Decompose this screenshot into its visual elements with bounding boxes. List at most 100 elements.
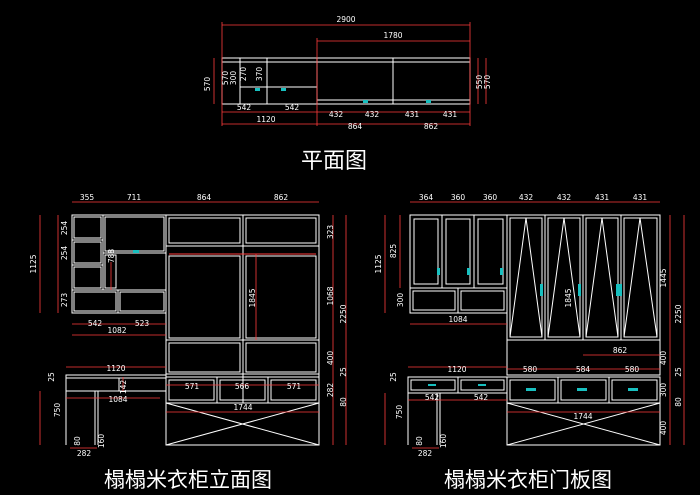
dim-label: 364 [419,193,434,202]
dim-label: 570 [203,77,212,92]
dim-label: 80 [73,436,82,446]
dim-label: 542 [474,393,489,402]
dim-label: 825 [389,244,398,259]
dim-label: 160 [97,434,106,449]
dim-label: 25 [674,367,683,377]
dim-label: 400 [326,351,335,366]
dim-label: 1125 [29,254,38,273]
plan-title: 平面图 [301,149,368,174]
dim-label: 360 [483,193,498,202]
elevation-dimension-labels: 355 711 864 862 1125 254 254 273 750 788… [29,193,348,458]
plan-dimension-labels: 2900 1780 570 570 300 270 370 550 570 54… [203,15,492,131]
door-panel-view: 364 360 360 432 432 431 431 1125 825 300… [374,193,685,458]
elevation-handles [133,250,139,253]
dim-label: 571 [287,382,302,391]
dim-label: 1744 [573,412,592,421]
dim-label: 355 [80,193,95,202]
dim-label: 432 [329,110,344,119]
dim-label: 300 [396,293,405,308]
dim-label: 1845 [564,288,573,307]
dim-label: 80 [415,436,424,446]
dim-label: 432 [519,193,534,202]
elevation-title: 榻榻米衣柜立面图 [104,468,272,492]
dim-label: 300 [229,71,238,86]
plan-handles [255,88,431,103]
elevation-dimension-lines [39,201,347,449]
dim-label: 300 [659,383,668,398]
dim-label: 370 [255,67,264,82]
dim-label: 400 [659,351,668,366]
door-panel-dimension-lines [384,201,685,449]
dim-label: 1845 [248,288,257,307]
plan-view: 2900 1780 570 570 300 270 370 550 570 54… [203,15,492,131]
dim-label: 432 [365,110,380,119]
dim-label: 282 [418,449,433,458]
dim-label: 584 [576,365,591,374]
dim-label: 580 [523,365,538,374]
dim-label: 542 [285,103,300,112]
dim-label: 25 [389,372,398,382]
dim-label: 431 [405,110,420,119]
dim-label: 711 [127,193,142,202]
dim-label: 542 [88,319,103,328]
dim-label: 862 [424,122,439,131]
dim-label: 864 [348,122,363,131]
dim-label: 1125 [374,254,383,273]
dim-label: 864 [197,193,212,202]
dim-label: 1084 [108,395,127,404]
dim-label: 542 [425,393,440,402]
dim-label: 523 [135,319,150,328]
dim-label: 1120 [256,115,275,124]
dim-label: 400 [659,421,668,436]
door-panel-dimension-labels: 364 360 360 432 432 431 431 1125 825 300… [374,193,683,458]
dim-label: 542 [237,103,252,112]
dim-label: 431 [633,193,648,202]
dim-label: 1082 [107,326,126,335]
dim-label: 566 [235,382,250,391]
dim-label: 254 [60,246,69,261]
dim-label: 270 [239,67,248,82]
dim-label: 550 [475,75,484,90]
dim-label: 25 [47,372,56,382]
dim-label: 431 [595,193,610,202]
dim-label: 254 [60,221,69,236]
dim-label: 1068 [326,286,335,305]
dim-label: 360 [451,193,466,202]
dim-label: 25 [339,367,348,377]
dim-label: 1084 [448,315,467,324]
dim-label: 2250 [674,304,683,323]
dim-label: 273 [60,293,69,308]
dim-label: 282 [326,383,335,398]
door-panel-cabinet [407,214,661,446]
dim-label: 160 [439,434,448,449]
dim-label: 862 [613,346,628,355]
dim-label: 1445 [659,268,668,287]
dim-label: 431 [443,110,458,119]
dim-label: 1780 [383,31,402,40]
dim-label: 750 [395,405,404,420]
door-panel-handles [428,268,638,391]
door-panel-title: 榻榻米衣柜门板图 [444,468,612,492]
dim-label: 80 [339,397,348,407]
dim-label: 2250 [339,304,348,323]
elevation-view: 355 711 864 862 1125 254 254 273 750 788… [29,193,348,458]
dim-label: 750 [53,403,62,418]
plan-dimension-lines [213,22,487,126]
dim-label: 580 [625,365,640,374]
dim-label: 570 [221,71,230,86]
dim-label: 862 [274,193,289,202]
dim-label: 282 [77,449,92,458]
dim-label: 1744 [233,403,252,412]
dim-label: 80 [674,397,683,407]
dim-label: 2900 [336,15,355,24]
dim-label: 788 [107,249,116,264]
dim-label: 1120 [106,364,125,373]
dim-label: 570 [483,75,492,90]
elevation-cabinet [65,214,320,446]
dim-label: 323 [326,225,335,240]
dim-label: 432 [557,193,572,202]
dim-label: 1120 [447,365,466,374]
dim-label: 571 [185,382,200,391]
dim-label: 142 [119,380,128,395]
